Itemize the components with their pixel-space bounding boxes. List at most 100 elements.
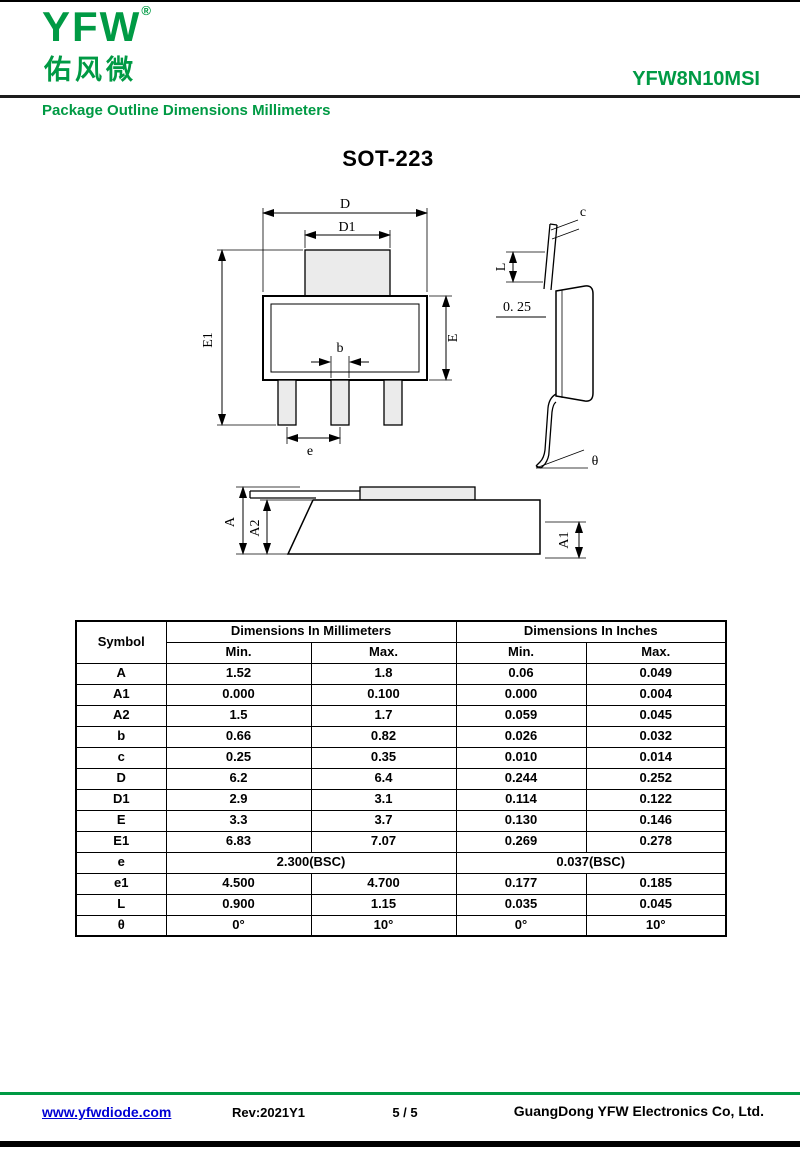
symbol-cell: e xyxy=(75,851,167,874)
value-cell: 10° xyxy=(310,914,457,937)
logo-text: YFW xyxy=(42,3,142,50)
logo-chinese-text: 佑风微 xyxy=(44,55,137,85)
symbol-cell: b xyxy=(75,725,167,748)
value-cell: 3.7 xyxy=(310,809,457,832)
value-cell: 6.4 xyxy=(310,767,457,790)
mm-group-header: Dimensions In Millimeters xyxy=(165,620,457,643)
value-cell: 1.7 xyxy=(310,704,457,727)
lead-2 xyxy=(330,379,350,426)
value-cell: 4.500 xyxy=(165,872,312,895)
footer-divider xyxy=(0,1092,800,1095)
front-view: D D1 E1 E b e xyxy=(201,197,461,459)
registered-mark-icon: ® xyxy=(141,3,153,18)
value-cell: 0.045 xyxy=(585,893,727,916)
value-cell: 0.059 xyxy=(455,704,587,727)
mm-max-header: Max. xyxy=(310,641,457,664)
value-cell: 0.35 xyxy=(310,746,457,769)
package-body-inner-line xyxy=(270,303,420,373)
value-cell: 0.100 xyxy=(310,683,457,706)
value-cell: 0.269 xyxy=(455,830,587,853)
value-cell: 1.15 xyxy=(310,893,457,916)
header-divider xyxy=(0,95,800,98)
side-view: c L 0. 25 θ xyxy=(494,205,599,469)
value-cell: 0.026 xyxy=(455,725,587,748)
yfw-logo: YFW® xyxy=(42,3,153,50)
page-number: 5 / 5 xyxy=(392,1105,418,1120)
symbol-cell: A xyxy=(75,662,167,685)
value-cell: 0.037(BSC) xyxy=(455,851,727,874)
dim-label-E: E xyxy=(446,334,461,343)
mm-min-header: Min. xyxy=(165,641,312,664)
dim-label-D1: D1 xyxy=(338,220,355,235)
dim-label-A1: A1 xyxy=(557,531,572,548)
value-cell: 0.177 xyxy=(455,872,587,895)
value-cell: 0.185 xyxy=(585,872,727,895)
value-cell: 0.25 xyxy=(165,746,312,769)
value-cell: 0.010 xyxy=(455,746,587,769)
value-cell: 2.300(BSC) xyxy=(165,851,457,874)
value-cell: 0° xyxy=(455,914,587,937)
value-cell: 0.045 xyxy=(585,704,727,727)
lead-1 xyxy=(277,379,297,426)
value-cell: 0.000 xyxy=(455,683,587,706)
value-cell: 0.130 xyxy=(455,809,587,832)
symbol-cell: L xyxy=(75,893,167,916)
dimensions-table: Symbol Dimensions In Millimeters Dimensi… xyxy=(75,620,727,937)
dim-label-b: b xyxy=(337,341,344,356)
seated-body xyxy=(286,499,541,555)
dim-label-E1: E1 xyxy=(201,332,216,348)
dim-label-L: L xyxy=(494,263,509,272)
page-top-border xyxy=(0,0,800,2)
dim-label-A2: A2 xyxy=(248,519,263,536)
section-title: Package Outline Dimensions Millimeters xyxy=(42,102,331,119)
value-cell: 1.52 xyxy=(165,662,312,685)
symbol-cell: D xyxy=(75,767,167,790)
value-cell: 0.122 xyxy=(585,788,727,811)
value-cell: 0.252 xyxy=(585,767,727,790)
symbol-cell: e1 xyxy=(75,872,167,895)
value-cell: 1.5 xyxy=(165,704,312,727)
value-cell: 7.07 xyxy=(310,830,457,853)
company-name: GuangDong YFW Electronics Co, Ltd. xyxy=(513,1103,764,1119)
value-cell: 0.014 xyxy=(585,746,727,769)
value-cell: 0.82 xyxy=(310,725,457,748)
inch-min-header: Min. xyxy=(455,641,587,664)
value-cell: 0.000 xyxy=(165,683,312,706)
value-cell: 0.900 xyxy=(165,893,312,916)
value-cell: 0.244 xyxy=(455,767,587,790)
package-tab xyxy=(304,249,391,297)
lead-3 xyxy=(383,379,403,426)
symbol-header: Symbol xyxy=(75,620,167,664)
value-cell: 4.700 xyxy=(310,872,457,895)
value-cell: 6.2 xyxy=(165,767,312,790)
value-cell: 2.9 xyxy=(165,788,312,811)
dim-label-c: c xyxy=(580,205,586,220)
value-cell: 0.66 xyxy=(165,725,312,748)
side-body xyxy=(555,285,594,402)
website-link[interactable]: www.yfwdiode.com xyxy=(42,1104,172,1120)
table-header-row-2: Min. Max. Min. Max. xyxy=(76,641,727,664)
symbol-cell: A1 xyxy=(75,683,167,706)
revision-label: Rev:2021Y1 xyxy=(232,1105,305,1120)
dim-label-datum: 0. 25 xyxy=(503,300,531,315)
symbol-cell: E xyxy=(75,809,167,832)
value-cell: 0.004 xyxy=(585,683,727,706)
value-cell: 0.049 xyxy=(585,662,727,685)
inch-max-header: Max. xyxy=(585,641,727,664)
symbol-cell: D1 xyxy=(75,788,167,811)
value-cell: 0.035 xyxy=(455,893,587,916)
value-cell: 1.8 xyxy=(310,662,457,685)
